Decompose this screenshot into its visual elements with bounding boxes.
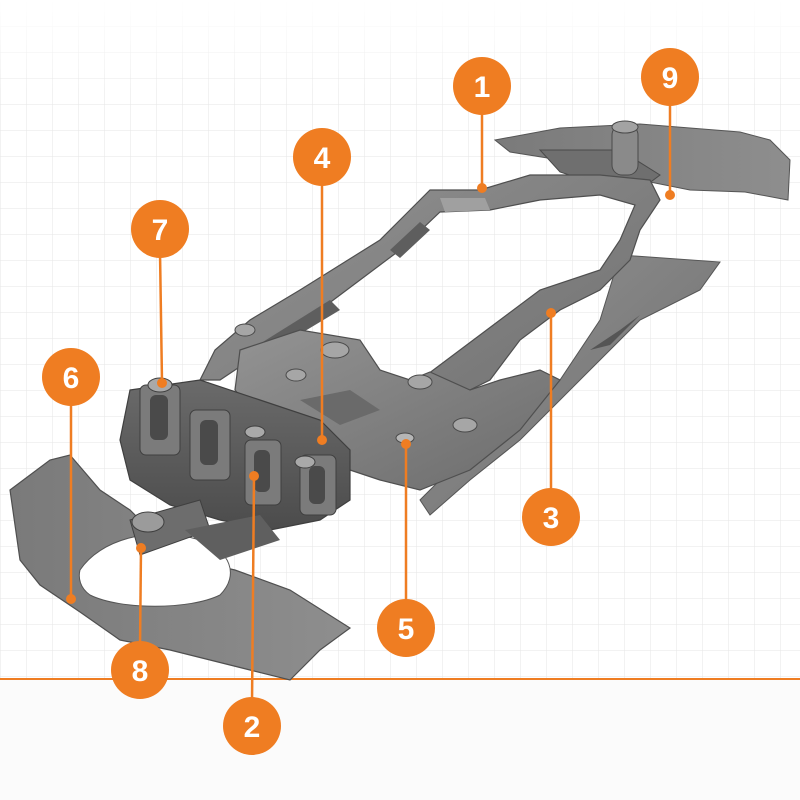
callout-4: 4 [293, 128, 351, 186]
anchor-dot-5 [401, 439, 411, 449]
anchor-dot-7 [157, 378, 167, 388]
leader-line-7 [158, 251, 164, 383]
callout-1: 1 [453, 57, 511, 115]
callout-6-label: 6 [63, 362, 80, 395]
leader-lines [69, 100, 672, 705]
callout-3: 3 [522, 488, 580, 546]
callout-8-label: 8 [132, 655, 149, 688]
anchor-dot-2 [249, 471, 259, 481]
anchor-dot-1 [477, 183, 487, 193]
leader-line-8 [138, 547, 143, 649]
anchor-dot-4 [317, 435, 327, 445]
rear-wing-plate [9, 454, 352, 681]
callout-7-label: 7 [152, 214, 169, 247]
callout-9: 9 [641, 48, 699, 106]
anchor-dot-6 [66, 594, 76, 604]
callout-6: 6 [42, 348, 100, 406]
anchor-dot-9 [665, 190, 675, 200]
callout-2: 2 [223, 697, 281, 755]
callout-1-label: 1 [474, 71, 491, 104]
callout-9-label: 9 [662, 62, 679, 95]
floor-area [0, 680, 800, 800]
callout-2-label: 2 [244, 711, 261, 744]
callout-3-label: 3 [543, 502, 560, 535]
callout-5-label: 5 [398, 613, 415, 646]
anchor-dot-8 [136, 543, 146, 553]
anchor-dots [66, 183, 675, 604]
anchor-dot-3 [546, 308, 556, 318]
callout-7: 7 [131, 200, 189, 258]
leader-line-2 [250, 475, 256, 705]
motor-pod [119, 377, 351, 560]
callout-8: 8 [111, 641, 169, 699]
callout-5: 5 [377, 599, 435, 657]
callout-4-label: 4 [314, 142, 331, 175]
